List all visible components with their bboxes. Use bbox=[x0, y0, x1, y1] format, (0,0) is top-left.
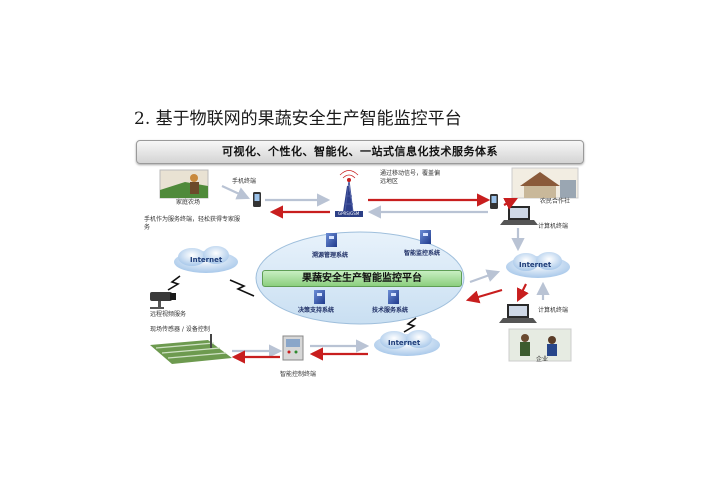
server-icon-traceability bbox=[326, 233, 337, 247]
greenhouse-field-image bbox=[150, 334, 232, 364]
label-coop: 农民合作社 bbox=[540, 198, 571, 205]
label-mobile-terminal: 手机终端 bbox=[232, 178, 257, 185]
label-enterprise: 企业 bbox=[536, 356, 549, 363]
coop-house-image bbox=[511, 167, 579, 199]
page-heading: 2. 基于物联网的果蔬安全生产智能监控平台 bbox=[134, 109, 462, 129]
label-computer-terminal-1: 计算机终端 bbox=[538, 223, 569, 230]
connection-arrows bbox=[221, 185, 550, 364]
label-mobile-service: 手机作为服务终端，轻松获得专家服务 bbox=[144, 216, 241, 231]
mobile-phone-icon-left bbox=[253, 192, 261, 207]
internet-cloud-bottom bbox=[374, 330, 440, 356]
server-icon-monitoring bbox=[420, 230, 431, 244]
label-field-sensors: 现场传感器 / 设备控制 bbox=[150, 326, 210, 333]
system-traceability: 溯源管理系统 bbox=[312, 252, 349, 259]
system-decision-support: 决策支持系统 bbox=[298, 307, 335, 314]
label-smart-control: 智能控制终端 bbox=[280, 371, 317, 378]
platform-title: 果蔬安全生产智能监控平台 bbox=[262, 270, 462, 287]
cloud-label-right: Internet bbox=[519, 261, 552, 269]
surveillance-camera-icon bbox=[150, 292, 176, 309]
label-tower: GPRS/GSM bbox=[336, 211, 362, 216]
system-tech-service: 技术服务系统 bbox=[372, 307, 409, 314]
enterprise-image bbox=[508, 328, 572, 362]
label-mobile-signal: 通过移动信号，覆盖偏远地区 bbox=[380, 170, 441, 185]
internet-cloud-right bbox=[506, 252, 570, 278]
cloud-label-left: Internet bbox=[190, 256, 223, 264]
internet-cloud-left bbox=[174, 246, 238, 273]
server-icon-tech-service bbox=[388, 290, 399, 304]
family-farm-image bbox=[159, 169, 209, 199]
banner-title: 可视化、个性化、智能化、一站式信息化技术服务体系 bbox=[136, 140, 584, 164]
mobile-phone-icon-right bbox=[490, 194, 498, 209]
system-monitoring: 智能监控系统 bbox=[404, 250, 441, 257]
label-remote-video: 远程视频服务 bbox=[150, 311, 187, 318]
cloud-label-bottom: Internet bbox=[388, 339, 421, 347]
server-icon-decision bbox=[314, 290, 325, 304]
laptop-icon-top bbox=[500, 206, 538, 225]
wireless-link-bolts bbox=[167, 275, 417, 333]
control-cabinet-icon bbox=[282, 335, 304, 361]
laptop-icon-bottom bbox=[499, 304, 537, 323]
label-family-farm: 家庭农场 bbox=[176, 199, 201, 206]
label-computer-terminal-2: 计算机终端 bbox=[538, 307, 569, 314]
